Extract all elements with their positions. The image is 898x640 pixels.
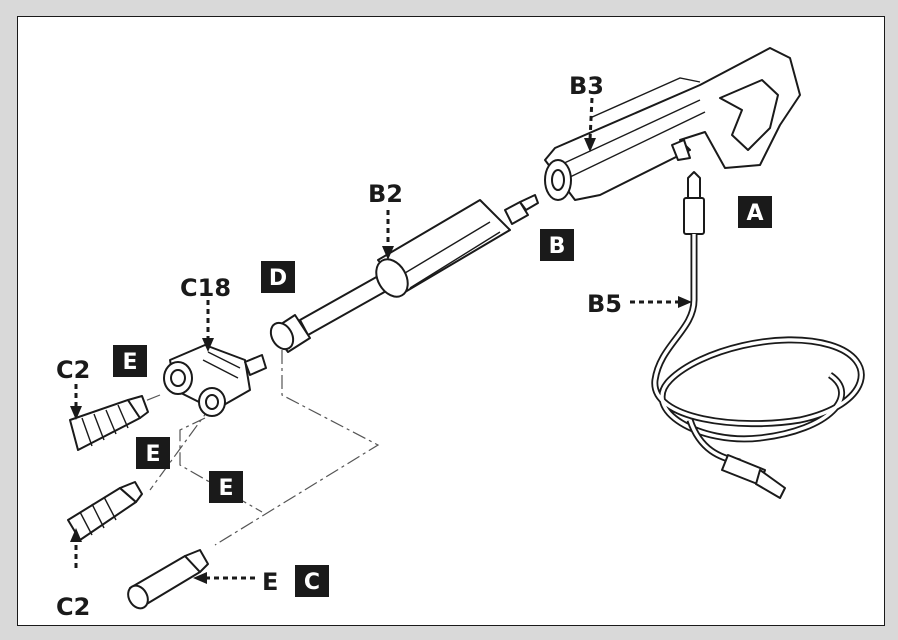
label-e-nozzle: E bbox=[262, 568, 278, 596]
rotary-nozzle-top bbox=[69, 395, 149, 451]
label-c2-top: C2 bbox=[56, 356, 90, 384]
callout-box-e1: E bbox=[113, 345, 147, 377]
callout-box-e3: E bbox=[209, 471, 243, 503]
leader-arrows bbox=[70, 97, 692, 584]
rotary-nozzle-bottom bbox=[67, 481, 143, 541]
nozzle-holder bbox=[163, 344, 267, 417]
label-c2-bottom: C2 bbox=[56, 593, 90, 621]
callout-box-e2: E bbox=[136, 437, 170, 469]
svg-text:C: C bbox=[304, 570, 320, 595]
svg-text:B: B bbox=[549, 234, 566, 259]
svg-text:E: E bbox=[218, 476, 233, 501]
label-c18: C18 bbox=[180, 274, 231, 302]
label-b5: B5 bbox=[587, 290, 622, 318]
callout-box-b: B bbox=[540, 229, 574, 261]
callout-box-c: C bbox=[295, 565, 329, 597]
label-b3: B3 bbox=[569, 72, 604, 100]
svg-text:D: D bbox=[269, 266, 287, 291]
svg-text:E: E bbox=[145, 442, 160, 467]
svg-text:E: E bbox=[122, 350, 137, 375]
spray-nozzle bbox=[127, 549, 209, 610]
high-pressure-hose bbox=[651, 171, 865, 499]
svg-text:A: A bbox=[746, 201, 763, 226]
callout-box-d: D bbox=[261, 261, 295, 293]
part-labels: B3 B2 B5 C18 C2 C2 E bbox=[56, 72, 622, 621]
callout-boxes: A B D E E E C bbox=[113, 196, 772, 597]
label-b2: B2 bbox=[368, 180, 403, 208]
callout-box-a: A bbox=[738, 196, 772, 228]
spray-gun bbox=[544, 47, 801, 201]
spray-lance bbox=[269, 194, 539, 353]
